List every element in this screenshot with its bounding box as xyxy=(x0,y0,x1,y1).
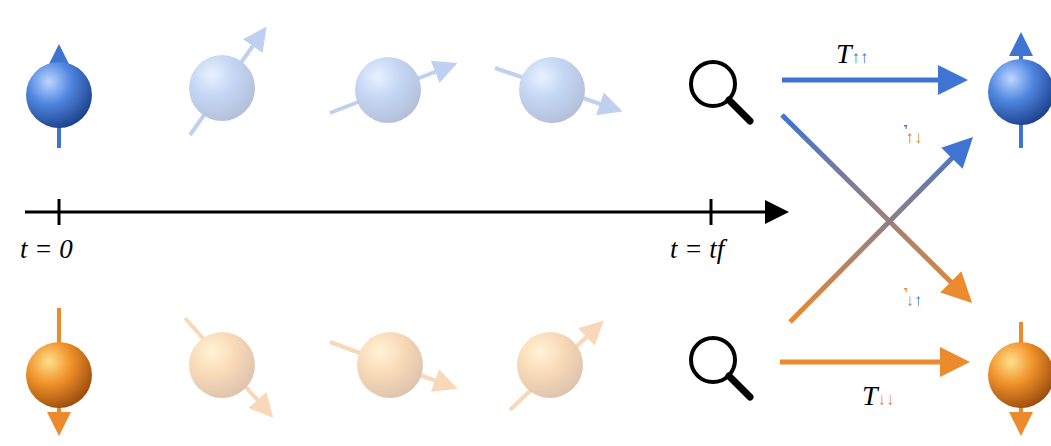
time-label: t = 0 xyxy=(20,236,73,263)
time-label: t = tf xyxy=(670,236,724,263)
transition-label: T↓↓ xyxy=(862,382,895,410)
transition-label: T↑↑ xyxy=(836,40,869,68)
transition-label: T↓↑ xyxy=(890,283,923,311)
transition-label: T↑↓ xyxy=(890,120,923,148)
